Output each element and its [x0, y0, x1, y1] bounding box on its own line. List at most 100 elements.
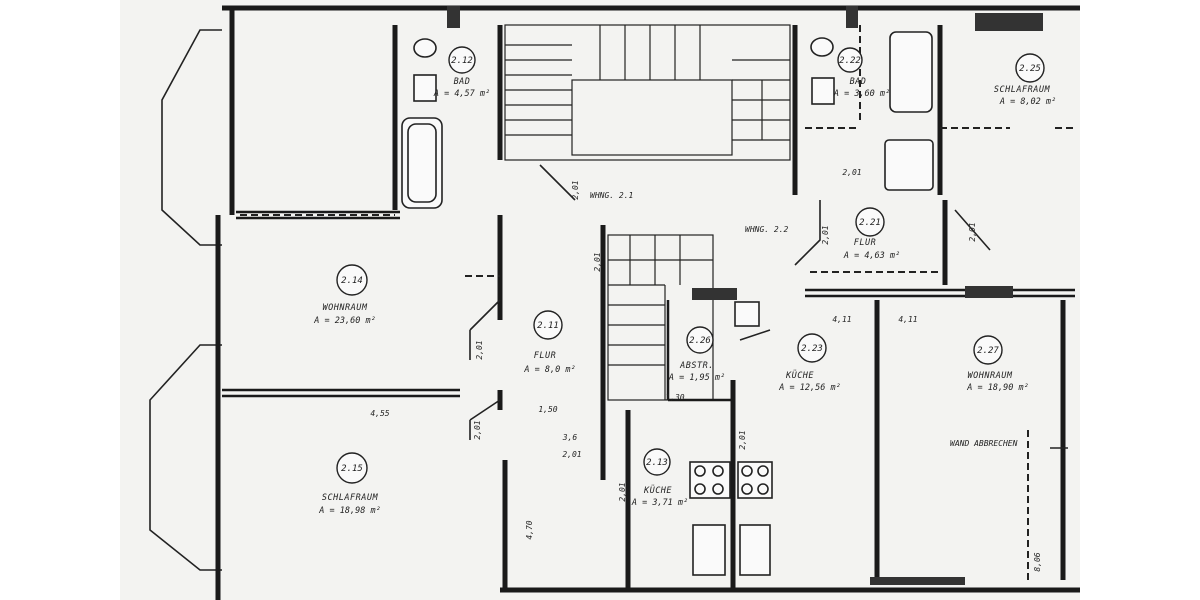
room-tag-2.25: 2.25 [1015, 53, 1045, 83]
outer-wall-left [215, 10, 235, 600]
dim-14: 2,01 [968, 222, 977, 241]
room-area-2.22: A = 3,60 m² [833, 89, 890, 99]
room-tag-2.11: 2.11 [533, 310, 563, 340]
shower-222 [884, 139, 934, 191]
door-swing-4 [794, 200, 821, 266]
wall-room-214-top [236, 210, 400, 220]
svg-text:2.15: 2.15 [341, 464, 363, 474]
chimney-bottom [870, 577, 965, 585]
dim-18: 8,06 [1033, 552, 1042, 571]
bathtub-222 [889, 31, 933, 113]
paper-sheet [120, 0, 1080, 600]
room-tag-2.26: 2.26 [686, 326, 714, 354]
dim-10: 3,6 [562, 433, 578, 442]
stove-223 [737, 461, 773, 499]
room-name-2.26: ABSTR. [679, 361, 714, 371]
room-name-2.12: BAD [454, 77, 471, 87]
door-swing-5 [954, 209, 991, 251]
wall-between-214-215 [222, 388, 460, 398]
room-tag-2.15: 2.15 [336, 452, 368, 484]
staircase-upper [504, 24, 791, 161]
chimney-top-3 [975, 13, 1043, 31]
room-area-2.15: A = 18,98 m² [318, 506, 380, 516]
room-tag-2.27: 2.27 [973, 335, 1003, 365]
room-area-2.12: A = 4,57 m² [433, 89, 490, 99]
room-tag-2.14: 2.14 [336, 264, 368, 296]
room-tag-2.22: 2.22 [837, 47, 863, 73]
wall-bad-212 [392, 25, 503, 210]
dim-15: 2,01 [842, 168, 861, 177]
dim-1: 4,55 [370, 409, 389, 418]
label-wohnung-2-1: WHNG. 2.1 [590, 191, 633, 200]
room-name-2.14: WOHNRAUM [323, 303, 368, 313]
svg-text:2.14: 2.14 [341, 276, 363, 286]
room-name-2.23: KÜCHE [785, 370, 814, 381]
bay-window-lower [149, 344, 222, 571]
dim-9: 2,01 [593, 252, 602, 271]
room-tag-2.12: 2.12 [448, 46, 476, 74]
room-area-2.23: A = 12,56 m² [778, 383, 840, 393]
dim-13: 2,01 [821, 225, 830, 244]
bay-window-upper [161, 29, 222, 246]
dim-11: 4,11 [832, 315, 851, 324]
svg-text:2.27: 2.27 [977, 346, 999, 356]
room-tag-2.13: 2.13 [643, 448, 671, 476]
dim-17: 2,01 [618, 482, 627, 501]
dim-4: 4,70 [525, 520, 534, 539]
sink-212 [413, 74, 437, 102]
room-area-2.25: A = 8,02 m² [999, 97, 1056, 107]
dim-7: 2,01 [562, 450, 581, 459]
label-wand-abbrechen: WAND ABBRECHEN [950, 439, 1018, 448]
toilet-212 [413, 38, 437, 58]
room-area-2.11: A = 8,0 m² [523, 365, 575, 375]
door-swing-2 [469, 399, 501, 440]
chimney-mid-2 [965, 286, 1013, 298]
svg-text:2.11: 2.11 [537, 321, 559, 331]
room-name-2.11: FLUR [534, 351, 556, 361]
svg-text:2.25: 2.25 [1019, 64, 1041, 74]
svg-text:2.13: 2.13 [646, 458, 668, 468]
door-swing-1 [469, 299, 501, 360]
room-area-2.14: A = 23,60 m² [313, 316, 375, 326]
door-swing-3 [539, 164, 576, 201]
room-area-2.27: A = 18,90 m² [966, 383, 1028, 393]
room-name-2.27: WOHNRAUM [968, 371, 1013, 381]
door-swing-6 [739, 329, 771, 341]
room-name-2.15: SCHLAFRAUM [322, 493, 379, 503]
room-name-2.25: SCHLAFRAUM [994, 85, 1051, 95]
dim-5: 2,01 [475, 340, 484, 359]
svg-text:2.22: 2.22 [839, 56, 861, 66]
chimney-mid-1 [692, 288, 737, 300]
dim-16: 2,01 [738, 430, 747, 449]
sink-222 [811, 77, 835, 105]
stove-213 [689, 461, 731, 499]
dim-2: 1,50 [538, 405, 557, 414]
wall-bad-222 [792, 25, 943, 195]
room-area-2.13: A = 3,71 m² [631, 498, 688, 508]
chimney-box [734, 301, 760, 327]
chimney-top-2 [846, 6, 858, 28]
dim-8: 2,01 [571, 180, 580, 199]
room-area-2.21: A = 4,63 m² [843, 251, 900, 261]
label-wohnung-2-2: WHNG. 2.2 [745, 225, 789, 234]
staircase-lower [607, 234, 714, 401]
room-tag-2.21: 2.21 [855, 207, 885, 237]
chimney-top-1 [447, 6, 460, 28]
room-name-2.13: KÜCHE [643, 485, 672, 496]
dim-6: 2,01 [473, 420, 482, 439]
dim-3: 1,30 [665, 393, 684, 402]
wall-226 [666, 300, 733, 402]
svg-text:2.12: 2.12 [451, 56, 473, 66]
dim-12: 4,11 [898, 315, 917, 324]
svg-text:2.26: 2.26 [689, 336, 711, 346]
sink-223 [739, 524, 771, 576]
bathtub-212-inner [407, 123, 437, 203]
svg-text:2.23: 2.23 [801, 344, 823, 354]
room-tag-2.23: 2.23 [797, 333, 827, 363]
room-name-2.22: BAD [850, 77, 867, 87]
sink-213 [692, 524, 726, 576]
wall-flur-221-bottom [805, 288, 1075, 298]
toilet-222 [810, 37, 834, 57]
svg-text:2.21: 2.21 [859, 218, 881, 228]
